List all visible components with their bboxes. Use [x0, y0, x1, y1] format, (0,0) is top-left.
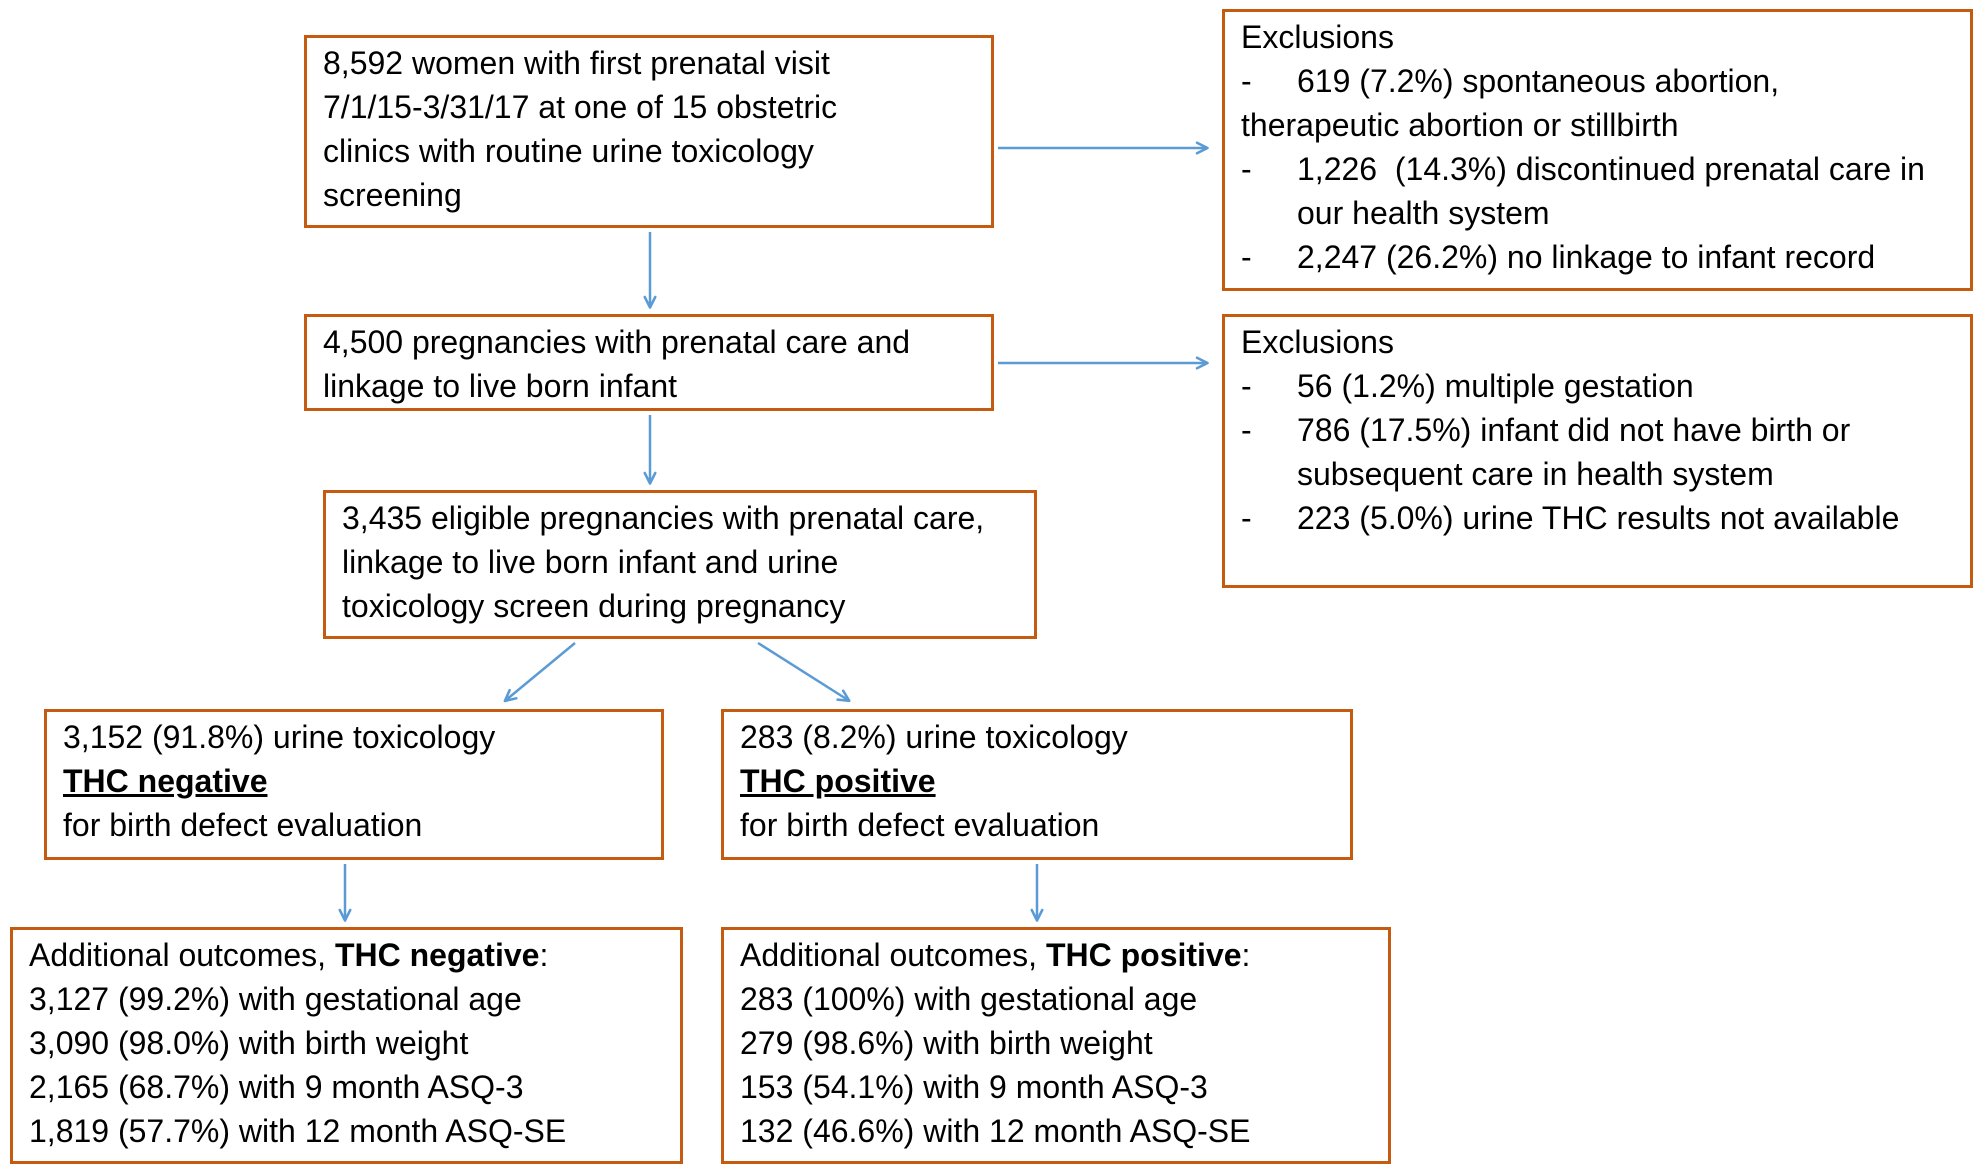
- exclusions1-item1-text: 619 (7.2%) spontaneous abortion,: [1297, 63, 1780, 99]
- box-pregnancies-line-1: 4,500 pregnancies with prenatal care and: [323, 324, 911, 360]
- thc-positive-emphasis: THC positive: [740, 759, 1334, 803]
- outcomes-positive-title-prefix: Additional outcomes,: [740, 937, 1046, 973]
- exclusions1-item2-text2: our health system: [1297, 195, 1550, 231]
- exclusions1-item2-continuation: our health system: [1297, 191, 1954, 235]
- thc-negative-emphasis: THC negative: [63, 759, 645, 803]
- outcomes-negative-row-2: 3,090 (98.0%) with birth weight: [29, 1025, 469, 1061]
- arrow-eligible-to-thc-positive-icon: [757, 641, 851, 703]
- dash-bullet-icon: -: [1241, 500, 1252, 536]
- exclusions2-item1-text: 56 (1.2%) multiple gestation: [1297, 368, 1694, 404]
- exclusions2-item1: - 56 (1.2%) multiple gestation: [1241, 364, 1954, 408]
- exclusions2-item3-text: 223 (5.0%) urine THC results not availab…: [1297, 500, 1900, 536]
- box-eligible-line-1: 3,435 eligible pregnancies with prenatal…: [342, 500, 985, 536]
- box-outcomes-negative: Additional outcomes, THC negative: 3,127…: [10, 927, 683, 1164]
- outcomes-negative-title-prefix: Additional outcomes,: [29, 937, 335, 973]
- outcomes-negative-title-suffix: :: [539, 937, 549, 973]
- outcomes-negative-row-1: 3,127 (99.2%) with gestational age: [29, 981, 522, 1017]
- outcomes-negative-title: Additional outcomes, THC negative:: [29, 933, 664, 977]
- outcomes-positive-row-4: 132 (46.6%) with 12 month ASQ-SE: [740, 1113, 1251, 1149]
- box-cohort-line-2: 7/1/15-3/31/17 at one of 15 obstetric: [323, 89, 838, 125]
- box-cohort-line-4: screening: [323, 177, 462, 213]
- dash-bullet-icon: -: [1241, 412, 1252, 448]
- dash-bullet-icon: -: [1241, 239, 1252, 275]
- outcomes-positive-row-2: 279 (98.6%) with birth weight: [740, 1025, 1153, 1061]
- exclusions1-item3: - 2,247 (26.2%) no linkage to infant reco…: [1241, 235, 1954, 279]
- exclusions1-item2: - 1,226 (14.3%) discontinued prenatal car…: [1241, 147, 1954, 191]
- outcomes-positive-row-3: 153 (54.1%) with 9 month ASQ-3: [740, 1069, 1208, 1105]
- outcomes-negative-row-3: 2,165 (68.7%) with 9 month ASQ-3: [29, 1069, 524, 1105]
- box-cohort-line-3: clinics with routine urine toxicology: [323, 133, 814, 169]
- thc-positive-line-3: for birth defect evaluation: [740, 807, 1100, 843]
- exclusions2-item2-text: 786 (17.5%) infant did not have birth or: [1297, 412, 1851, 448]
- thc-positive-label: THC positive: [740, 763, 936, 799]
- thc-negative-label: THC negative: [63, 763, 268, 799]
- box-pregnancies-line-2: linkage to live born infant: [323, 368, 677, 404]
- exclusions1-item1: - 619 (7.2%) spontaneous abortion,: [1241, 59, 1954, 103]
- thc-negative-line-3: for birth defect evaluation: [63, 807, 423, 843]
- outcomes-positive-title-suffix: :: [1241, 937, 1251, 973]
- outcomes-positive-row-1: 283 (100%) with gestational age: [740, 981, 1198, 1017]
- outcomes-negative-title-emphasis: THC negative: [334, 937, 540, 973]
- box-eligible-line-3: toxicology screen during pregnancy: [342, 588, 846, 624]
- thc-positive-line-1: 283 (8.2%) urine toxicology: [740, 719, 1128, 755]
- exclusions1-item2-text: 1,226 (14.3%) discontinued prenatal care…: [1297, 151, 1925, 187]
- exclusions2-item3: - 223 (5.0%) urine THC results not availa…: [1241, 496, 1954, 540]
- box-outcomes-positive: Additional outcomes, THC positive: 283 (…: [721, 927, 1391, 1164]
- outcomes-negative-row-4: 1,819 (57.7%) with 12 month ASQ-SE: [29, 1113, 567, 1149]
- exclusions1-item1-text2: therapeutic abortion or stillbirth: [1241, 107, 1679, 143]
- exclusions2-title: Exclusions: [1241, 324, 1394, 360]
- thc-negative-line-1: 3,152 (91.8%) urine toxicology: [63, 719, 496, 755]
- box-eligible: 3,435 eligible pregnancies with prenatal…: [323, 490, 1037, 639]
- outcomes-positive-title: Additional outcomes, THC positive:: [740, 933, 1372, 977]
- arrow-eligible-to-thc-negative-icon: [503, 642, 576, 703]
- box-thc-positive: 283 (8.2%) urine toxicology THC positive…: [721, 709, 1353, 860]
- exclusions1-item3-text: 2,247 (26.2%) no linkage to infant recor…: [1297, 239, 1876, 275]
- exclusions1-title: Exclusions: [1241, 19, 1394, 55]
- exclusions2-item2-text2: subsequent care in health system: [1297, 456, 1774, 492]
- box-thc-negative: 3,152 (91.8%) urine toxicology THC negat…: [44, 709, 664, 860]
- outcomes-positive-title-emphasis: THC positive: [1045, 937, 1242, 973]
- box-cohort: 8,592 women with first prenatal visit 7/…: [304, 35, 994, 228]
- exclusions2-item2-continuation: subsequent care in health system: [1297, 452, 1954, 496]
- box-exclusions-2: Exclusions - 56 (1.2%) multiple gestation…: [1222, 314, 1973, 588]
- dash-bullet-icon: -: [1241, 63, 1252, 99]
- exclusions1-item1-continuation: therapeutic abortion or stillbirth: [1241, 103, 1954, 147]
- dash-bullet-icon: -: [1241, 151, 1252, 187]
- exclusions2-item2: - 786 (17.5%) infant did not have birth o…: [1241, 408, 1954, 452]
- box-cohort-line-1: 8,592 women with first prenatal visit: [323, 45, 830, 81]
- dash-bullet-icon: -: [1241, 368, 1252, 404]
- box-pregnancies: 4,500 pregnancies with prenatal care and…: [304, 314, 994, 411]
- box-eligible-line-2: linkage to live born infant and urine: [342, 544, 839, 580]
- box-exclusions-1: Exclusions - 619 (7.2%) spontaneous abort…: [1222, 9, 1973, 291]
